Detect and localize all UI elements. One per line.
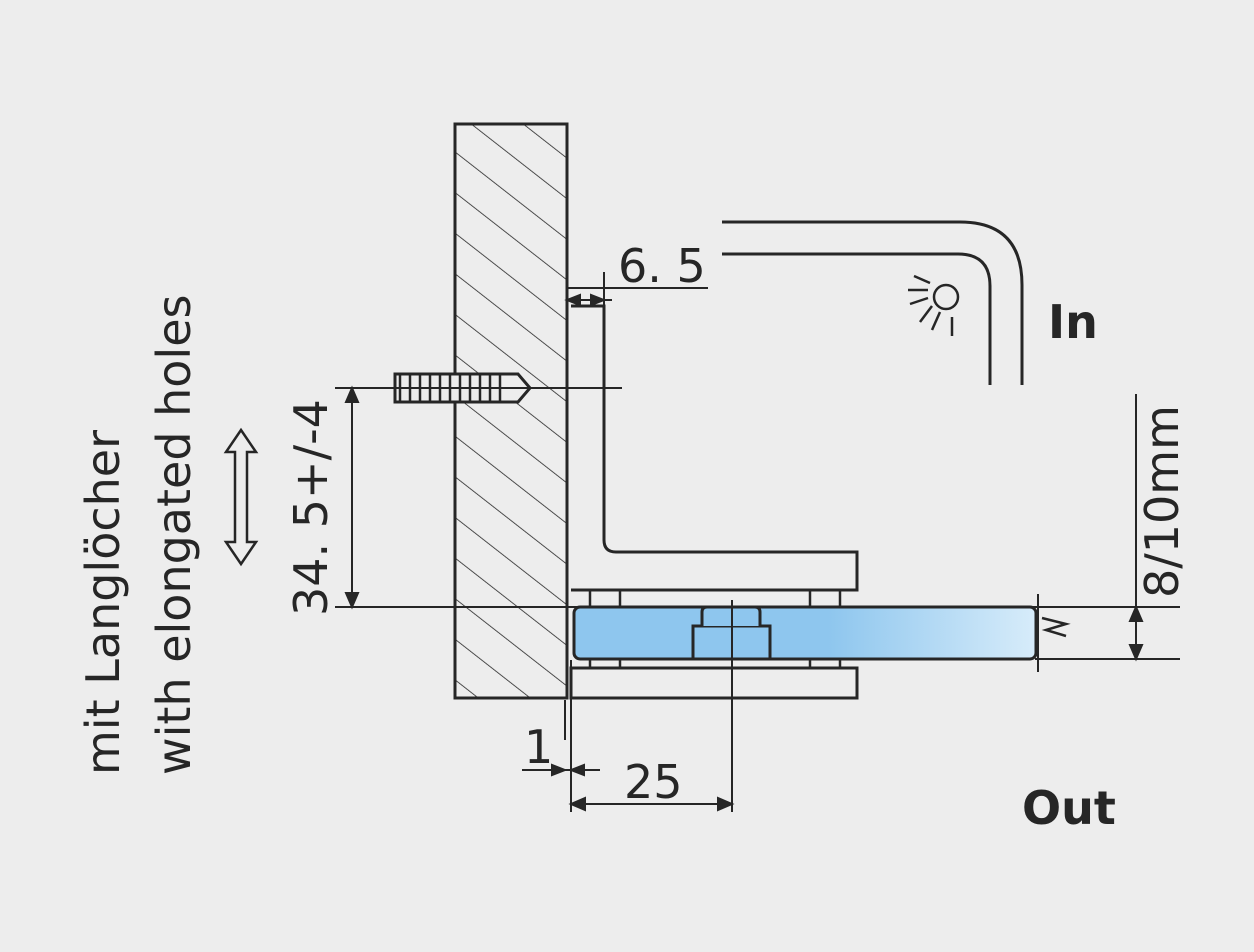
label-out: Out [1022, 781, 1116, 835]
dim-height: 34. 5+/-4 [284, 399, 338, 616]
door-frame [722, 220, 1024, 385]
dim-offset: 1 [524, 720, 553, 774]
label-in: In [1048, 295, 1098, 349]
glass-panel [572, 605, 1071, 661]
double-arrow-icon [223, 427, 259, 567]
side-label-en: with elongated holes [147, 295, 201, 775]
light-icon [908, 274, 960, 336]
wall [453, 122, 569, 700]
dim-depth: 25 [624, 755, 683, 809]
side-label-de: mit Langlöcher [76, 430, 130, 775]
dimension-lines [335, 272, 1180, 812]
dim-glass-thickness: 8/10mm [1135, 405, 1189, 598]
dim-gap: 6. 5 [618, 239, 706, 293]
